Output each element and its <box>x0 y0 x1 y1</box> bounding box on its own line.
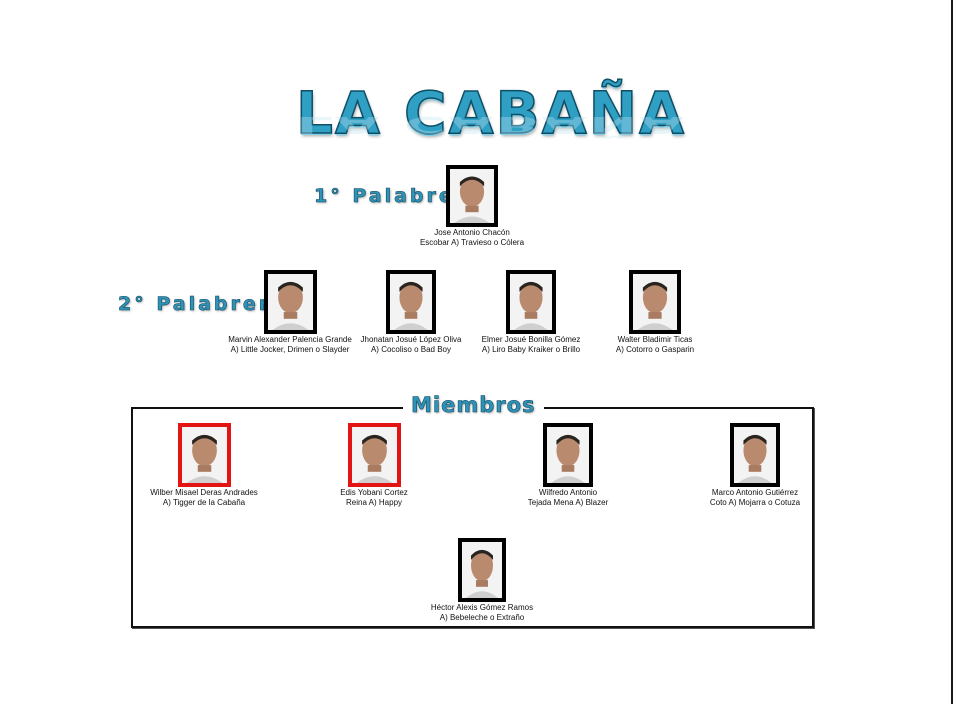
member-photo <box>506 270 556 334</box>
portrait-placeholder-icon <box>547 427 589 483</box>
portrait-placeholder-icon <box>462 542 502 598</box>
member-alias: A) Cocoliso o Bad Boy <box>370 345 452 354</box>
member-alias: Escobar A) Travieso o Cólera <box>419 238 525 247</box>
portrait-placeholder-icon <box>267 274 313 330</box>
member-card-first-palabrero[interactable]: Jose Antonio Chacón Escobar A) Travieso … <box>412 165 532 248</box>
member-photo <box>177 423 231 487</box>
member-photo <box>263 270 317 334</box>
member-alias: A) Liro Baby Kraiker o Brillo <box>481 345 581 354</box>
member-alias: Tejada Mena A) Blazer <box>527 498 609 507</box>
member-card-member-2[interactable]: Edis Yobani Cortez Reina A) Happy <box>314 423 434 508</box>
member-alias: Coto A) Mojarra o Cotuza <box>709 498 801 507</box>
member-name: Jhonatan Josué López Oliva <box>360 335 462 344</box>
member-photo <box>629 270 681 334</box>
member-name: Marco Antonio Gutiérrez <box>711 488 799 497</box>
portrait-placeholder-icon <box>734 427 776 483</box>
member-card-member-4[interactable]: Marco Antonio Gutiérrez Coto A) Mojarra … <box>695 423 815 508</box>
portrait-placeholder-icon <box>510 274 552 330</box>
member-card-member-1[interactable]: Wilber Misael Deras Andrades A) Tigger d… <box>144 423 264 508</box>
member-name: Wilfredo Antonio <box>538 488 598 497</box>
member-alias: A) Tigger de la Cabaña <box>162 498 246 507</box>
portrait-placeholder-icon <box>351 427 397 483</box>
member-alias: A) Bebeleche o Extraño <box>439 613 525 622</box>
member-name: Wilber Misael Deras Andrades <box>150 488 258 497</box>
member-name: Jose Antonio Chacón <box>434 228 510 237</box>
member-name: Elmer Josué Bonilla Gómez <box>481 335 581 344</box>
portrait-placeholder-icon <box>181 427 227 483</box>
member-card-second-palabrero-1[interactable]: Marvin Alexander Palencia Grande A) Litt… <box>220 270 360 355</box>
member-card-member-3[interactable]: Wilfredo Antonio Tejada Mena A) Blazer <box>508 423 628 508</box>
member-card-member-5[interactable]: Héctor Alexis Gómez Ramos A) Bebeleche o… <box>422 538 542 623</box>
member-name: Edis Yobani Cortez <box>340 488 408 497</box>
portrait-placeholder-icon <box>633 274 677 330</box>
member-photo <box>386 270 436 334</box>
member-card-second-palabrero-4[interactable]: Walter Bladimir Ticas A) Cotorro o Gaspa… <box>595 270 715 355</box>
member-photo <box>347 423 401 487</box>
rank-label-second-palabreros: 2° Palabreros <box>118 293 302 316</box>
portrait-placeholder-icon <box>390 274 432 330</box>
member-name: Héctor Alexis Gómez Ramos <box>430 603 534 612</box>
member-photo <box>543 423 593 487</box>
rank-label-members: Miembros <box>403 393 544 417</box>
page-title: LA CABAÑA <box>295 79 687 147</box>
title-block: LA CABAÑA LA CABAÑA <box>0 79 953 170</box>
rank-label-first-palabrero: 1° Palabrero <box>314 185 484 208</box>
member-alias: A) Cotorro o Gasparin <box>615 345 695 354</box>
member-alias: A) Little Jocker, Drimen o Slayder <box>230 345 350 354</box>
page-edge <box>951 0 953 704</box>
member-photo <box>730 423 780 487</box>
portrait-placeholder-icon <box>450 169 494 223</box>
member-photo <box>446 165 498 227</box>
page-title-reflection: LA CABAÑA <box>296 111 687 139</box>
member-photo <box>458 538 506 602</box>
member-card-second-palabrero-3[interactable]: Elmer Josué Bonilla Gómez A) Liro Baby K… <box>471 270 591 355</box>
member-name: Marvin Alexander Palencia Grande <box>228 335 352 344</box>
member-name: Walter Bladimir Ticas <box>617 335 693 344</box>
member-alias: Reina A) Happy <box>345 498 403 507</box>
member-card-second-palabrero-2[interactable]: Jhonatan Josué López Oliva A) Cocoliso o… <box>351 270 471 355</box>
